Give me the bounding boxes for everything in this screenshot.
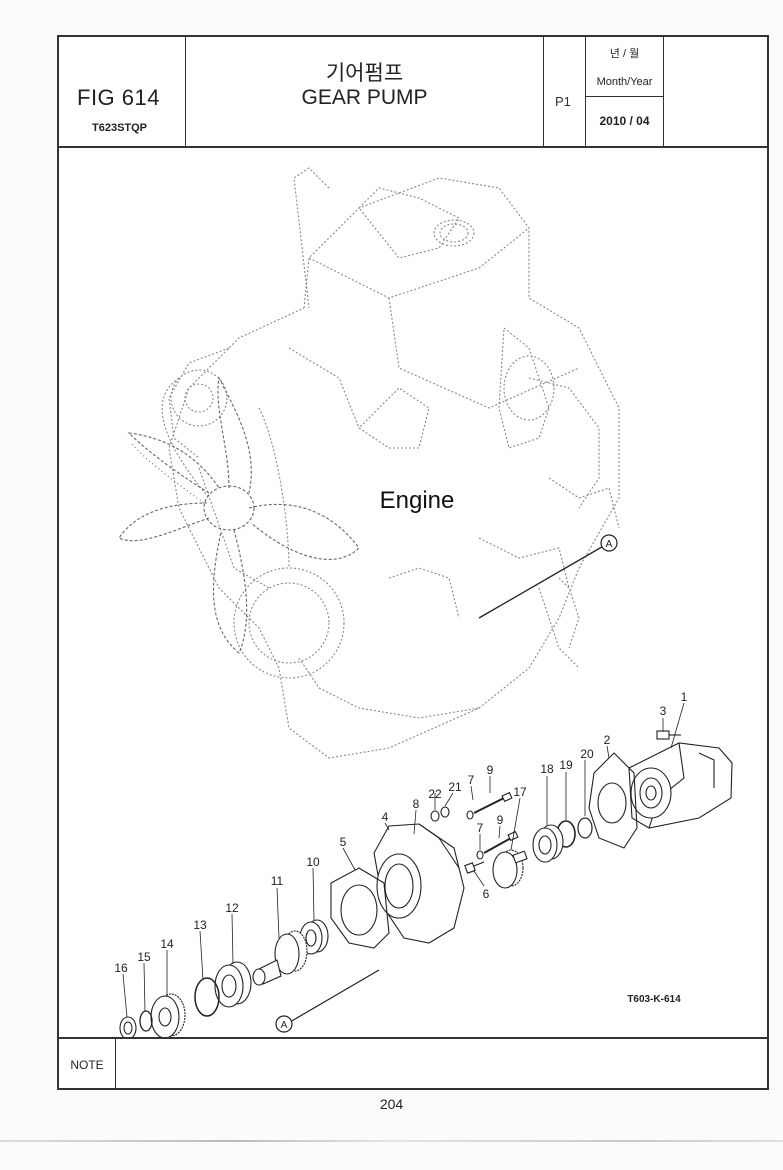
callout-4: 4 bbox=[382, 810, 389, 824]
date-divider bbox=[586, 96, 663, 97]
title-cell: 기어펌프 GEAR PUMP bbox=[186, 37, 544, 146]
figure-code: T623STQP bbox=[92, 122, 148, 134]
sheet-page: P1 bbox=[555, 94, 571, 109]
callout-18: 18 bbox=[540, 762, 554, 776]
date-cell: 년 / 월 Month/Year 2010 / 04 bbox=[586, 37, 664, 146]
scan-artifact-line bbox=[0, 1140, 783, 1142]
title-block: FIG 614 T623STQP 기어펌프 GEAR PUMP P1 년 / 월… bbox=[59, 37, 767, 148]
figure-number-cell: FIG 614 T623STQP bbox=[59, 37, 186, 146]
part-shaft-gear-11 bbox=[252, 930, 308, 986]
callout-11: 11 bbox=[271, 874, 284, 888]
part-bolt-3 bbox=[656, 730, 681, 740]
drawing-code: T603-K-614 bbox=[627, 994, 681, 1005]
engine-illustration bbox=[161, 167, 620, 759]
callout-7-lower: 7 bbox=[477, 821, 484, 835]
callout-9-lower: 9 bbox=[497, 813, 504, 827]
reference-line-upper bbox=[478, 543, 608, 619]
callout-numbers: 1 2 3 4 5 6 7 7 8 9 9 10 11 12 13 14 15 … bbox=[114, 690, 687, 975]
figure-number: FIG 614 bbox=[77, 85, 160, 110]
title-english: GEAR PUMP bbox=[301, 86, 428, 109]
part-snap-ring-13 bbox=[194, 977, 220, 1017]
part-bearing-10 bbox=[299, 919, 329, 955]
part-fasteners bbox=[408, 791, 519, 874]
page-number: 204 bbox=[379, 1096, 404, 1112]
callout-13: 13 bbox=[193, 918, 207, 932]
date-label-korean: 년 / 월 bbox=[609, 48, 640, 60]
reference-marker-upper bbox=[600, 534, 618, 552]
figure-frame: FIG 614 T623STQP 기어펌프 GEAR PUMP P1 년 / 월… bbox=[57, 35, 769, 1090]
fan-illustration bbox=[118, 376, 360, 654]
callout-17: 17 bbox=[513, 785, 527, 799]
part-housing-4 bbox=[373, 823, 465, 944]
part-bearing-12 bbox=[214, 961, 252, 1008]
callout-16: 16 bbox=[114, 961, 128, 975]
reference-marker-lower-label: A bbox=[281, 1020, 288, 1031]
part-gasket-2 bbox=[588, 752, 638, 849]
callout-7-upper: 7 bbox=[468, 773, 475, 787]
callout-1: 1 bbox=[681, 690, 688, 704]
reference-marker-upper-label: A bbox=[606, 539, 613, 550]
callout-21: 21 bbox=[448, 780, 462, 794]
engine-label: Engine bbox=[380, 487, 455, 514]
callout-8: 8 bbox=[413, 797, 420, 811]
reference-line-lower bbox=[289, 969, 380, 1023]
date-label: Month/Year bbox=[596, 76, 653, 88]
reference-marker-lower bbox=[275, 1015, 293, 1033]
callout-2: 2 bbox=[604, 733, 611, 747]
part-gear-pump bbox=[628, 742, 733, 829]
date-value: 2010 / 04 bbox=[599, 114, 650, 128]
part-washer-15 bbox=[139, 1010, 153, 1032]
callout-20: 20 bbox=[580, 747, 594, 761]
title-korean: 기어펌프 bbox=[325, 62, 404, 85]
note-label: NOTE bbox=[59, 1039, 116, 1090]
part-nut-16 bbox=[119, 1016, 137, 1037]
part-gasket-5 bbox=[330, 867, 390, 949]
part-gear-17 bbox=[492, 849, 528, 889]
callout-5: 5 bbox=[340, 835, 347, 849]
callout-leaders bbox=[122, 702, 685, 1018]
exploded-parts-drawing: Engine A bbox=[114, 167, 733, 1037]
part-oring-20 bbox=[577, 817, 593, 839]
callout-14: 14 bbox=[160, 937, 174, 951]
note-row: NOTE bbox=[59, 1037, 767, 1090]
callout-15: 15 bbox=[137, 950, 151, 964]
page-cell: P1 bbox=[544, 37, 586, 146]
callout-9-upper: 9 bbox=[487, 763, 494, 777]
callout-22: 22 bbox=[428, 787, 442, 801]
part-gear-14 bbox=[150, 993, 186, 1037]
part-bearing-18 bbox=[532, 824, 564, 863]
callout-12: 12 bbox=[225, 901, 239, 915]
callout-3: 3 bbox=[660, 704, 667, 718]
callout-10: 10 bbox=[306, 855, 320, 869]
callout-19: 19 bbox=[559, 758, 573, 772]
callout-6: 6 bbox=[483, 887, 490, 901]
